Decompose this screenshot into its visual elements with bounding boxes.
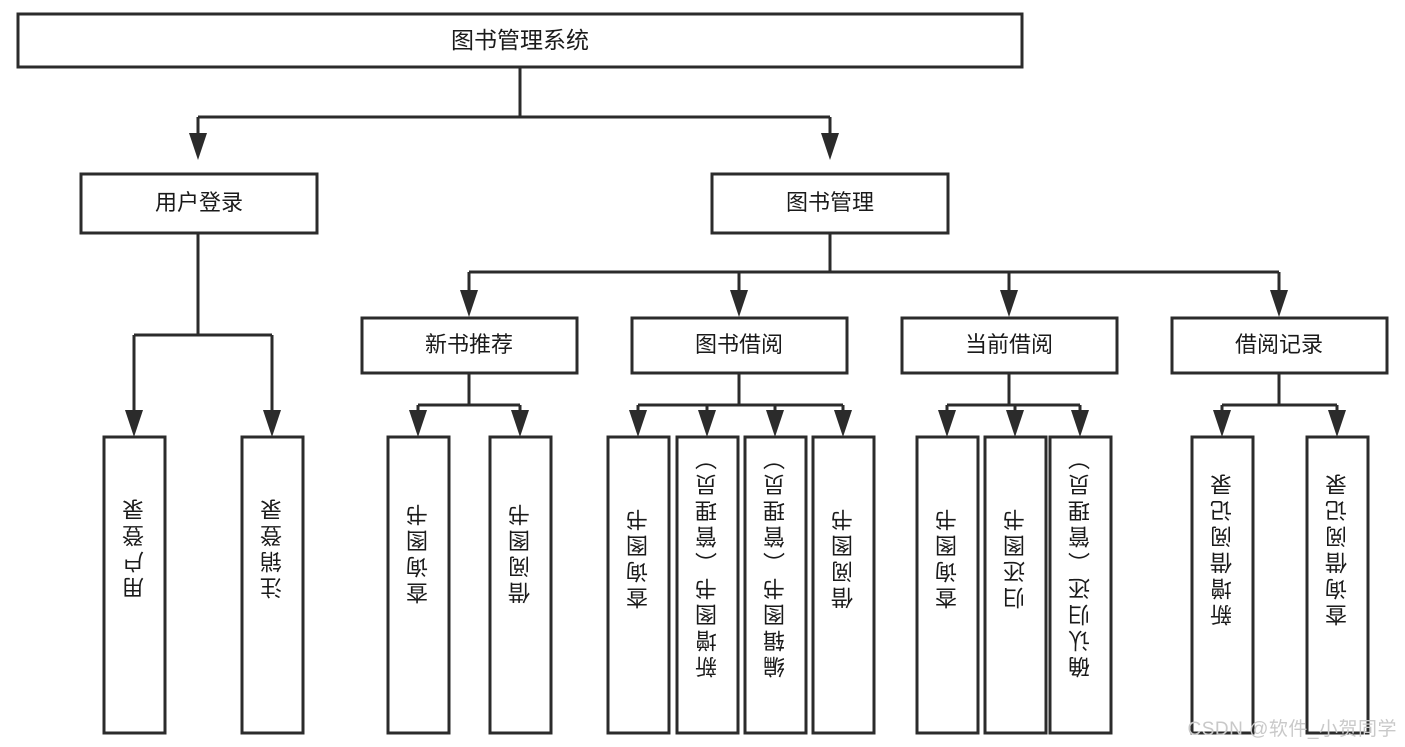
arrow-head-br-1 <box>1213 410 1231 437</box>
arrow-head-cb-3 <box>1071 410 1089 437</box>
node-new-book-recommend-label: 新书推荐 <box>425 332 513 357</box>
node-book-borrow[interactable]: 图书借阅 <box>630 316 849 375</box>
node-root-book-management-system[interactable]: 图书管理系统 <box>16 12 1024 69</box>
connector-new-book-to-leaves <box>409 373 529 437</box>
connector-borrow-record-to-leaves <box>1213 373 1346 437</box>
connector-current-borrow-to-leaves <box>938 373 1089 437</box>
arrow-head-br-2 <box>1328 410 1346 437</box>
arrow-head-borrow-record <box>1270 290 1288 317</box>
node-book-management-box[interactable] <box>710 172 950 235</box>
leaf-box-bb-edit-book[interactable] <box>743 435 808 735</box>
leaf-box-bb-borrow-book[interactable] <box>811 435 876 735</box>
node-root-label: 图书管理系统 <box>451 27 589 53</box>
leaf-box-user-login[interactable] <box>102 435 167 735</box>
arrow-head-leaf-user-login <box>125 410 143 437</box>
arrow-head-new-book <box>460 290 478 317</box>
arrow-head-book-borrow <box>730 290 748 317</box>
node-borrow-record-box[interactable] <box>1170 316 1389 375</box>
node-new-book-recommend[interactable]: 新书推荐 <box>360 316 579 375</box>
arrow-head-bb-3 <box>766 410 784 437</box>
node-new-book-recommend-box[interactable] <box>360 316 579 375</box>
node-current-borrow[interactable]: 当前借阅 <box>900 316 1119 375</box>
leaf-box-logout[interactable] <box>240 435 305 735</box>
arrow-head-bb-2 <box>698 410 716 437</box>
leaf-box-br-query-record[interactable] <box>1305 435 1370 735</box>
node-borrow-record-label: 借阅记录 <box>1235 332 1323 357</box>
node-borrow-record[interactable]: 借阅记录 <box>1170 316 1389 375</box>
arrow-head-cb-2 <box>1006 410 1024 437</box>
arrow-head-bb-4 <box>834 410 852 437</box>
leaf-box-nb-borrow-book[interactable] <box>488 435 553 735</box>
node-user-login[interactable]: 用户登录 <box>79 172 319 235</box>
node-book-borrow-box[interactable] <box>630 316 849 375</box>
node-current-borrow-label: 当前借阅 <box>965 332 1053 357</box>
arrow-head-cb-1 <box>938 410 956 437</box>
connector-book-mgmt-to-level2 <box>460 233 1288 317</box>
arrow-head-current-borrow <box>1000 290 1018 317</box>
leaf-box-cb-return-book[interactable] <box>983 435 1048 735</box>
node-user-login-box[interactable] <box>79 172 319 235</box>
node-book-borrow-label: 图书借阅 <box>695 332 783 357</box>
node-book-management[interactable]: 图书管理 <box>710 172 950 235</box>
node-root-box[interactable] <box>16 12 1024 69</box>
arrow-head-book-mgmt <box>821 133 839 160</box>
node-book-management-label: 图书管理 <box>786 190 874 215</box>
leaf-box-bb-add-book[interactable] <box>675 435 740 735</box>
connector-root-to-level1 <box>189 67 839 160</box>
arrow-head-bb-1 <box>629 410 647 437</box>
connector-book-borrow-to-leaves <box>629 373 852 437</box>
leaf-box-cb-confirm-return[interactable] <box>1048 435 1113 735</box>
node-user-login-label: 用户登录 <box>155 190 243 215</box>
leaf-box-cb-query-book[interactable] <box>915 435 980 735</box>
arrow-head-nb-1 <box>409 410 427 437</box>
arrow-head-nb-2 <box>511 410 529 437</box>
node-current-borrow-box[interactable] <box>900 316 1119 375</box>
leaf-box-bb-query-book[interactable] <box>606 435 671 735</box>
connector-user-login-to-leaves <box>125 233 281 437</box>
arrow-head-leaf-logout <box>263 410 281 437</box>
arrow-head-user-login <box>189 133 207 160</box>
leaf-box-br-add-record[interactable] <box>1190 435 1255 735</box>
leaf-box-nb-query-book[interactable] <box>386 435 451 735</box>
